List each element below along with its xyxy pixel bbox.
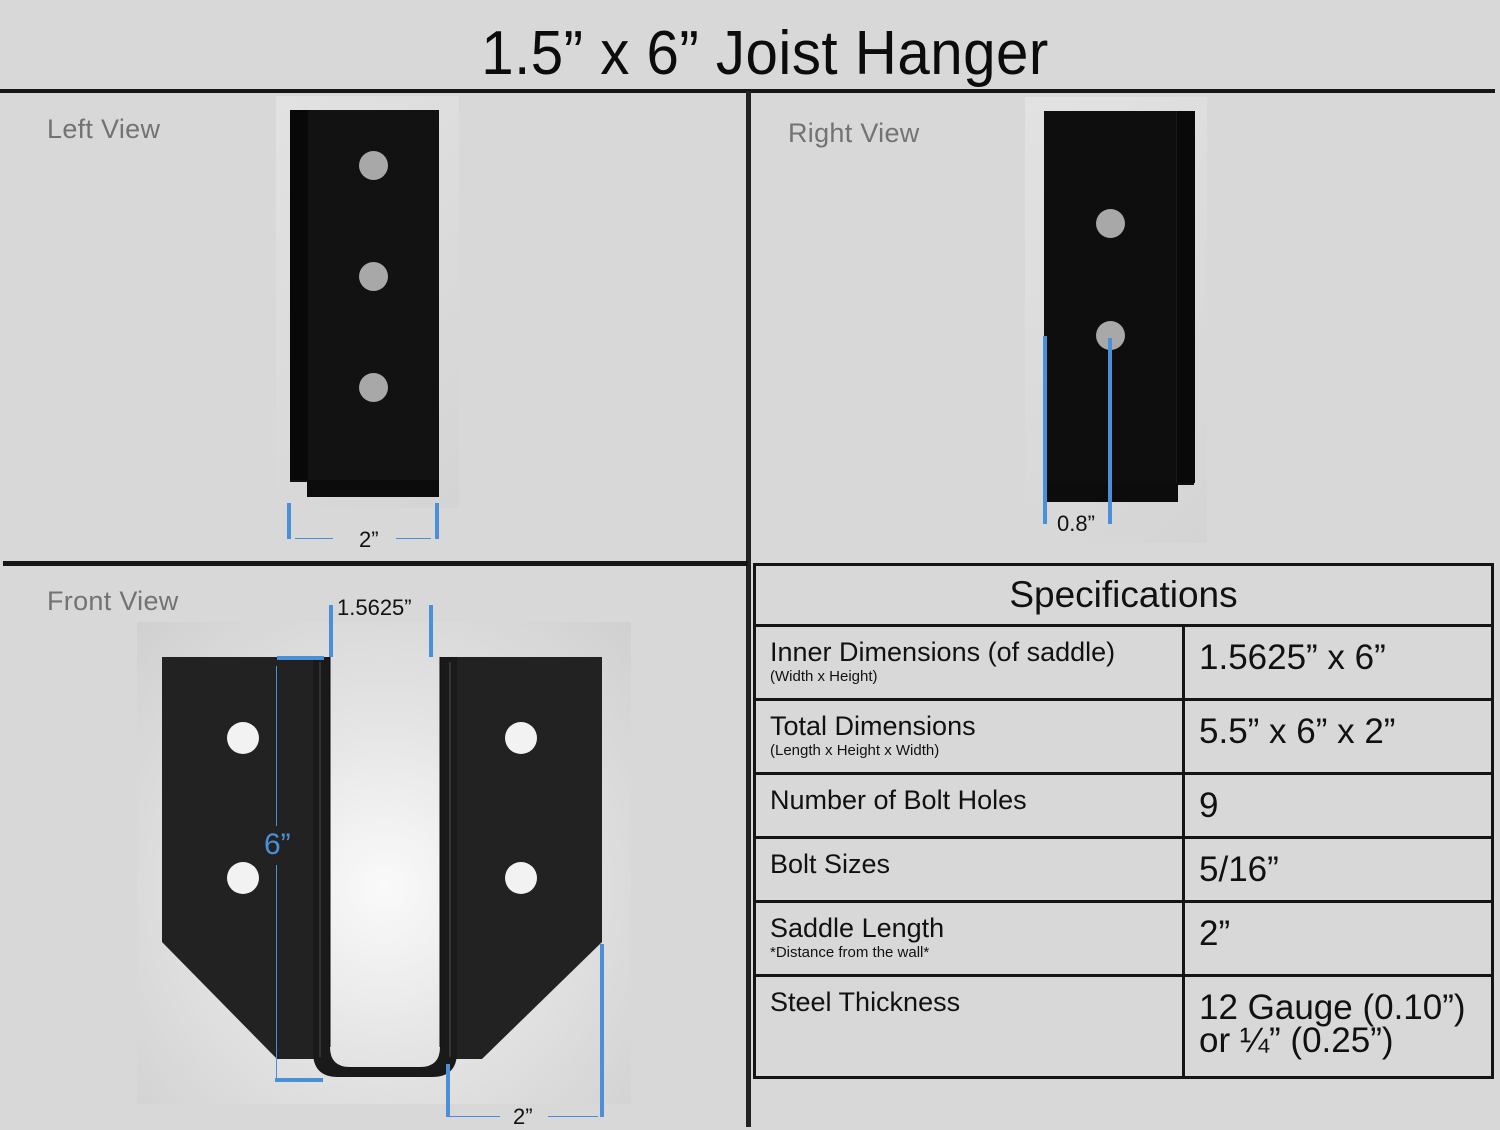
dimension-tick — [429, 605, 433, 657]
table-row: Steel Thickness 12 Gauge (0.10”) or ¼” (… — [753, 974, 1494, 1079]
page-title: 1.5” x 6” Joist Hanger — [481, 19, 1049, 88]
spec-label: Inner Dimensions (of saddle) — [770, 637, 1116, 667]
left-view-edge — [290, 110, 308, 480]
front-view-width-dimension: 1.5625” — [337, 595, 412, 620]
dimension-line — [295, 538, 333, 539]
front-view-depth-dimension: 2” — [513, 1104, 533, 1129]
dimension-line — [277, 656, 324, 660]
spec-value: 9 — [1199, 786, 1219, 825]
left-view-label: Left View — [47, 114, 161, 144]
bolt-hole — [359, 151, 388, 180]
dimension-tick — [435, 503, 439, 539]
spec-label: Saddle Length — [770, 913, 945, 943]
left-view-base — [307, 480, 439, 497]
bolt-hole — [227, 862, 259, 894]
specifications-heading: Specifications — [753, 563, 1494, 627]
dimension-line — [450, 1116, 500, 1117]
bolt-hole — [359, 373, 388, 402]
bolt-hole — [359, 262, 388, 291]
table-row: Bolt Sizes 5/16” — [753, 836, 1494, 903]
spec-label: Number of Bolt Holes — [770, 785, 1027, 815]
left-view-dimension: 2” — [359, 527, 379, 552]
spec-value: 5/16” — [1199, 850, 1279, 889]
dimension-line — [1043, 336, 1047, 524]
spec-label: Bolt Sizes — [770, 849, 891, 879]
spec-label: Total Dimensions — [770, 711, 976, 741]
table-row: Inner Dimensions (of saddle) (Width x He… — [753, 624, 1494, 701]
dimension-tick — [287, 503, 291, 539]
spec-value: 2” — [1199, 914, 1231, 953]
table-row: Saddle Length *Distance from the wall* 2… — [753, 900, 1494, 977]
vertical-divider — [746, 91, 751, 1127]
right-view-label: Right View — [788, 118, 920, 148]
right-view-dimension: 0.8” — [1057, 511, 1095, 536]
table-row: Total Dimensions (Length x Height x Widt… — [753, 698, 1494, 775]
bolt-hole — [227, 722, 259, 754]
dimension-tick — [600, 944, 604, 1117]
bolt-hole — [505, 862, 537, 894]
front-view-image — [137, 622, 631, 1104]
dimension-line — [1108, 338, 1112, 524]
left-view-image — [276, 96, 459, 508]
spec-value: 5.5” x 6” x 2” — [1199, 712, 1396, 751]
front-view-label: Front View — [47, 586, 179, 616]
spec-sublabel: *Distance from the wall* — [770, 944, 930, 961]
specifications-table: Specifications Inner Dimensions (of sadd… — [753, 563, 1494, 1079]
dimension-line — [275, 1078, 323, 1082]
dimension-line — [548, 1116, 598, 1117]
front-view-height-dimension: 6” — [264, 828, 291, 861]
right-view-plate — [1044, 111, 1194, 485]
dimension-tick — [329, 605, 333, 657]
bolt-hole — [1096, 209, 1125, 238]
dimension-line — [396, 538, 431, 539]
spec-value: 1.5625” x 6” — [1199, 638, 1386, 677]
left-row-divider — [3, 561, 748, 566]
front-view-drawing — [162, 657, 602, 1077]
spec-sublabel: (Length x Height x Width) — [770, 742, 940, 759]
dimension-line — [276, 865, 277, 1080]
dimension-tick — [446, 1064, 450, 1117]
right-view-image — [1025, 97, 1207, 543]
spec-value: 12 Gauge (0.10”) — [1199, 988, 1466, 1027]
table-row: Number of Bolt Holes 9 — [753, 772, 1494, 839]
spec-sublabel: (Width x Height) — [770, 668, 878, 685]
dimension-line — [276, 666, 277, 826]
bolt-hole — [505, 722, 537, 754]
right-view-edge — [1176, 111, 1195, 483]
spec-label: Steel Thickness — [770, 987, 961, 1017]
spec-value-line2: or ¼” (0.25”) — [1199, 1021, 1394, 1060]
